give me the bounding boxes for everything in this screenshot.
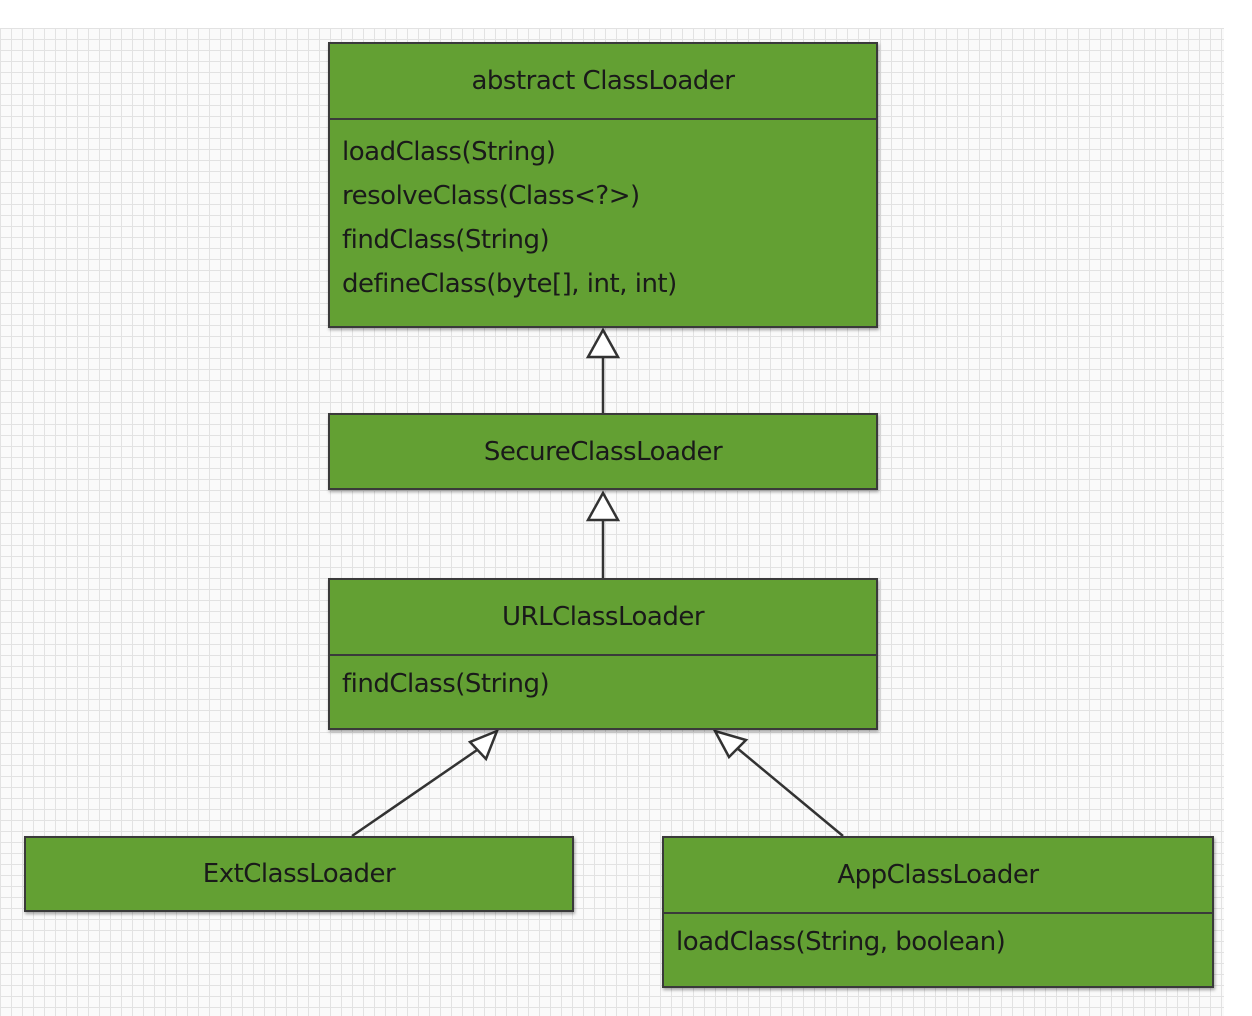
method-list-classloader: loadClass(String) resolveClass(Class<?>)…: [330, 118, 876, 306]
class-title-ext-classloader: ExtClassLoader: [202, 859, 396, 889]
class-title-app-classloader: AppClassLoader: [837, 860, 1039, 890]
method-loadclass-boolean: loadClass(String, boolean): [676, 927, 1006, 957]
method-list-url-classloader: findClass(String): [330, 654, 876, 706]
method-defineclass: defineClass(byte[], int, int): [342, 269, 677, 299]
class-box-ext-classloader: ExtClassLoader: [24, 836, 574, 912]
inheritance-line-ext-to-url: [351, 746, 481, 838]
class-box-url-classloader: URLClassLoader findClass(String): [328, 578, 878, 730]
class-title-secure-classloader: SecureClassLoader: [483, 436, 723, 467]
method-findclass: findClass(String): [342, 669, 550, 699]
inheritance-arrowhead-classloader: [585, 327, 621, 359]
inheritance-arrowhead-url-left: [467, 728, 500, 762]
class-title-url-classloader: URLClassLoader: [501, 602, 705, 632]
inheritance-line-app-to-url: [736, 747, 844, 837]
method-list-app-classloader: loadClass(String, boolean): [664, 912, 1212, 964]
inheritance-arrowhead-url-right: [712, 728, 749, 760]
method-findclass: findClass(String): [342, 225, 550, 255]
class-box-classloader: abstract ClassLoader loadClass(String) r…: [328, 42, 878, 328]
method-loadclass: loadClass(String): [342, 137, 556, 167]
method-resolveclass: resolveClass(Class<?>): [342, 181, 640, 211]
class-title-classloader: abstract ClassLoader: [471, 66, 735, 96]
class-box-app-classloader: AppClassLoader loadClass(String, boolean…: [662, 836, 1214, 988]
class-box-secure-classloader: SecureClassLoader: [328, 413, 878, 490]
inheritance-arrowhead-secure: [585, 490, 621, 522]
